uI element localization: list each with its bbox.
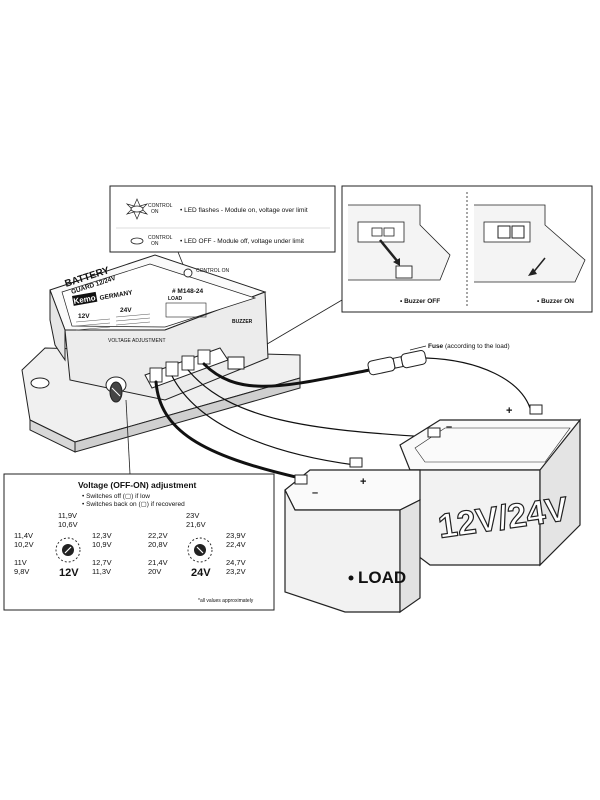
module-led — [183, 268, 193, 278]
led-off-icon — [130, 237, 144, 245]
value-pair-24v-upper-right: 23,9V 22,4V — [226, 531, 246, 549]
values-12v: 11,9V 10,6V 11,4V 10,2V 12,3V 10,9V 11V … — [14, 511, 112, 576]
led-label-bottom: ON — [151, 209, 159, 215]
wire-battery-plus-b — [425, 357, 531, 409]
wire-battery-minus — [187, 369, 431, 438]
off-value: 10,6V — [58, 520, 78, 529]
brand-plate — [72, 291, 98, 306]
module-load-label: LOAD — [168, 296, 183, 302]
buzzer-off-label: • Buzzer OFF — [400, 298, 440, 305]
module-buzzer-label: BUZZER — [232, 319, 253, 325]
battery-minus-sign: – — [446, 421, 452, 433]
off-value: 10,9V — [92, 540, 112, 549]
fuse-label-bold: Fuse — [428, 343, 444, 350]
off-value: 9,8V — [14, 567, 29, 576]
fuse-label: Fuse (according to the load) — [428, 343, 510, 350]
load-plus-sign: + — [360, 476, 366, 488]
on-value: 11,4V — [14, 531, 33, 540]
voltage-potentiometer[interactable] — [105, 376, 127, 403]
led-off-text: • LED OFF - Module off, voltage under li… — [180, 238, 304, 245]
on-value: 22,2V — [148, 531, 168, 540]
value-pair-12v-lower-right: 12,7V 11,3V — [92, 558, 112, 576]
wire-load-plus — [171, 375, 356, 466]
module-col-12v: 12V — [78, 313, 90, 320]
battery-plus-sign: + — [506, 405, 512, 417]
off-value: 23,2V — [226, 567, 246, 576]
on-value: 12,3V — [92, 531, 112, 540]
wire-battery-plus-a — [202, 362, 372, 388]
on-value: 11V — [14, 558, 27, 567]
fuse-label-rest: (according to the load) — [443, 343, 509, 350]
mount-hole-left — [30, 377, 50, 389]
led-off-label-top: CONTROL — [148, 235, 173, 241]
value-pair-12v-lower-left: 11V 9,8V — [14, 558, 29, 576]
value-pair-24v-top: 23V 21,6V — [186, 511, 206, 529]
wires — [154, 357, 531, 480]
adjust-note: *all values approximately — [198, 598, 254, 604]
off-value: 11,3V — [92, 567, 111, 576]
wire-load-minus — [154, 380, 302, 480]
module-control-label: CONTROL ON — [196, 268, 230, 274]
values-24v: 23V 21,6V 22,2V 20,8V 23,9V 22,4V 21,4V … — [148, 511, 246, 576]
module-model: # M148-24 — [172, 288, 203, 295]
module-load-plate — [165, 302, 207, 318]
off-value: 20V — [148, 567, 161, 576]
adjust-title: Voltage (OFF-ON) adjustment — [78, 480, 197, 490]
value-pair-24v-upper-left: 22,2V 20,8V — [148, 531, 168, 549]
dial-12v: 12V — [55, 537, 81, 579]
load-bullet — [348, 575, 354, 581]
dial-24v: 24V — [187, 537, 213, 579]
led-callout: CONTROL ON • LED flashes - Module on, vo… — [109, 185, 336, 273]
on-value: 12,7V — [92, 558, 112, 567]
buzzer-on-label: • Buzzer ON — [537, 298, 574, 305]
load-minus-sign: – — [312, 487, 318, 499]
battery-terminal-plus — [529, 404, 543, 415]
off-value: 22,4V — [226, 540, 246, 549]
on-value: 24,7V — [226, 558, 246, 567]
module-brand: Kemo — [73, 293, 97, 306]
led-flash-text: • LED flashes - Module on, voltage over … — [180, 207, 308, 214]
battery-terminal-minus — [427, 427, 441, 438]
buzzer-on-sketch — [474, 204, 586, 283]
value-pair-12v-top: 11,9V 10,6V — [58, 511, 78, 529]
buzzer-callout: • Buzzer OFF • Buzzer ON — [239, 185, 593, 361]
voltage-adjust-box: Voltage (OFF-ON) adjustment • Switches o… — [3, 399, 275, 611]
off-value: 10,2V — [14, 540, 34, 549]
dial-24v-label: 24V — [191, 567, 211, 579]
on-value: 23,9V — [226, 531, 246, 540]
buzzer-off-sketch — [348, 204, 451, 281]
load-terminal-plus — [349, 457, 363, 468]
off-value: 20,8V — [148, 540, 168, 549]
value-pair-12v-upper-right: 12,3V 10,9V — [92, 531, 112, 549]
value-pair-12v-upper-left: 11,4V 10,2V — [14, 531, 34, 549]
off-value: 21,6V — [186, 520, 206, 529]
load-box: – + LOAD — [284, 457, 421, 614]
fuse-holder: Fuse (according to the load) — [367, 343, 510, 376]
load-label: LOAD — [358, 568, 406, 587]
module-adjust-label: VOLTAGE ADJUSTMENT — [108, 338, 166, 344]
led-label-top: CONTROL — [148, 203, 173, 209]
value-pair-24v-lower-left: 21,4V 20V — [148, 558, 168, 576]
on-value: 21,4V — [148, 558, 168, 567]
module-value-lines — [75, 313, 151, 331]
buzzer-jumper[interactable] — [227, 356, 245, 370]
load-terminal-minus — [294, 474, 308, 485]
adjust-line-2: • Switches back on (▢) if recovered — [82, 501, 185, 508]
led-flash-icon — [125, 198, 149, 220]
led-off-label-bottom: ON — [151, 241, 159, 247]
on-value: 23V — [186, 511, 199, 520]
module-col-24v: 24V — [120, 307, 132, 314]
battery: – + 12V/24V — [399, 404, 581, 567]
adjust-line-1: • Switches off (▢) if low — [82, 493, 150, 500]
value-pair-24v-lower-right: 24,7V 23,2V — [226, 558, 246, 576]
on-value: 11,9V — [58, 511, 77, 520]
dial-12v-label: 12V — [59, 567, 79, 579]
